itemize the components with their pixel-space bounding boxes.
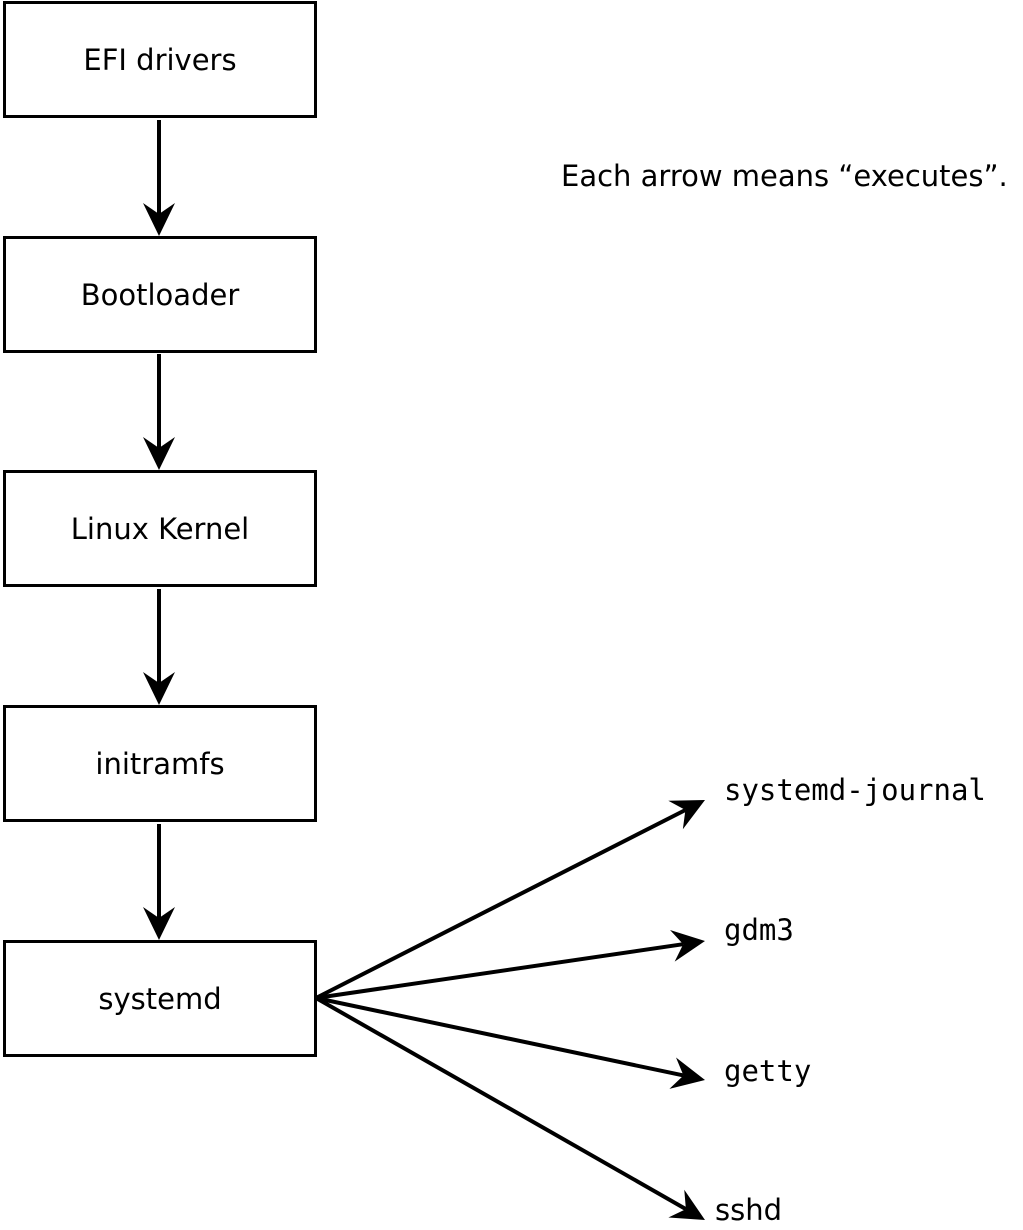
arrow-systemd-to-gdm-head	[670, 929, 705, 962]
arrow-systemd-to-journal-line	[315, 808, 687, 1000]
node-bootloader: Bootloader	[3, 236, 317, 353]
legend-note: Each arrow means “executes”.	[561, 159, 1008, 193]
node-gdm3: gdm3	[724, 913, 794, 947]
arrow-systemd-to-sshd-head	[668, 1189, 705, 1220]
arrow-systemd-to-journal-head	[668, 800, 705, 830]
arrow-initramfs-to-systemd-head	[143, 907, 175, 940]
node-systemd: systemd	[3, 940, 317, 1057]
node-linux-kernel: Linux Kernel	[3, 470, 317, 587]
node-efi-drivers: EFI drivers	[3, 1, 317, 118]
arrow-systemd-to-sshd-line	[315, 996, 687, 1211]
arrow-systemd-to-getty-line	[315, 996, 684, 1078]
node-sshd: sshd	[715, 1193, 783, 1227]
node-initramfs: initramfs	[3, 705, 317, 822]
node-systemd-journal: systemd-journal	[724, 773, 986, 807]
arrow-efi-to-bootloader-head	[143, 203, 175, 236]
node-getty: getty	[724, 1054, 812, 1088]
arrow-bootloader-to-kernel-head	[143, 437, 175, 470]
arrow-kernel-to-initramfs-head	[143, 672, 175, 705]
arrow-systemd-to-getty-head	[669, 1057, 705, 1089]
arrow-systemd-to-gdm-line	[315, 942, 684, 1000]
